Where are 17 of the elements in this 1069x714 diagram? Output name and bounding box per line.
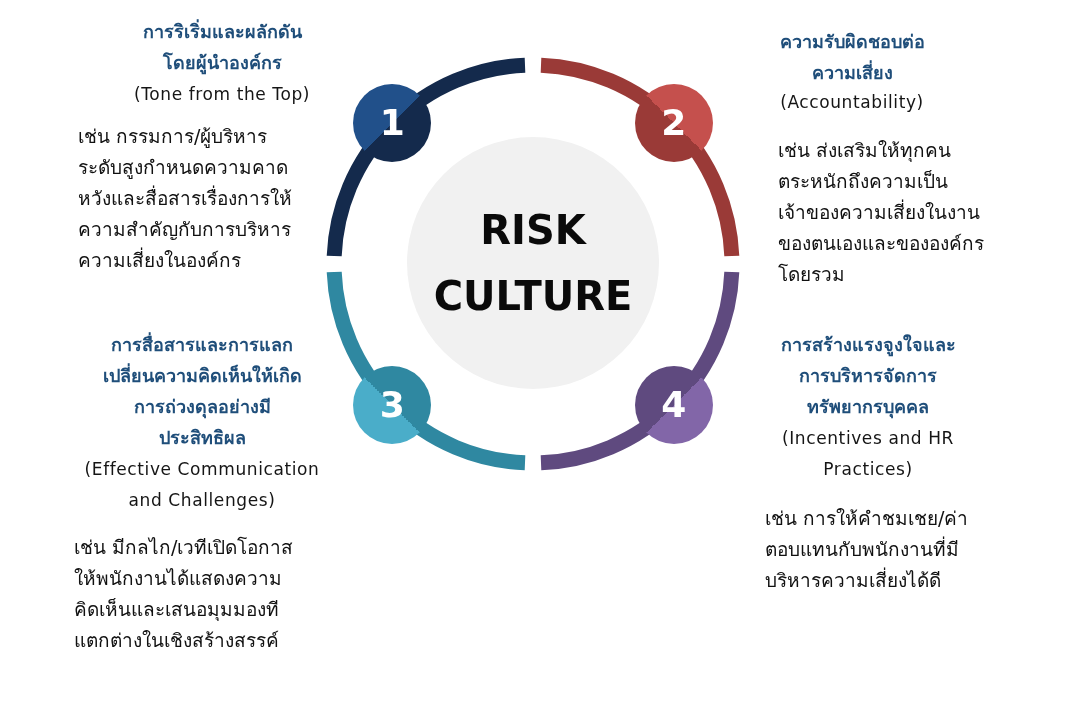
description-text: เช่น ส่งเสริมให้ทุกคนตระหนักถึงความเป็นเจ้าของความเสี่ยงในงานของตนเองและขององค์กรโดยรวม <box>778 138 985 287</box>
heading: การสื่อสารและการแลกเปลี่ยนความคิดเห็นให้เกิดการถ่วงดุลอย่างมีประสิทธิผล <box>101 331 303 450</box>
step-number: 3 <box>379 384 405 425</box>
description-text: เช่น กรรมการ/ผู้บริหารระดับสูงกำหนดความคาดหวังและสื่อสารเรื่องการให้ความสำคัญกับการบริหารความเสี่ยงในองค์กร <box>78 124 293 273</box>
description-text: เช่น การให้คำชมเชย/ค่าตอบแทนกับพนักงานที่มีบริหารความเสี่ยงได้ดี <box>765 506 970 593</box>
subtitle: (Effective Communication and Challenges) <box>83 458 321 512</box>
subtitle: (Tone from the Top) <box>132 83 312 106</box>
step-number: 1 <box>379 103 405 144</box>
step-number: 4 <box>661 384 687 425</box>
center-title: RISK CULTURE <box>433 206 633 321</box>
heading: การริเริ่มและผลักดันโดยผู้นำองค์กร <box>141 18 303 77</box>
subtitle: (Accountability) <box>779 91 925 114</box>
heading: การสร้างแรงจูงใจและการบริหารจัดการทรัพยากรบุคคล <box>779 333 957 421</box>
subtitle: (Incentives and HR Practices) <box>781 427 955 481</box>
heading: ความรับผิดชอบต่อความเสี่ยง <box>778 30 926 85</box>
step-number: 2 <box>661 103 687 144</box>
description-text: เช่น มีกลไก/เวทีเปิดโอกาสให้พนักงานได้แสดงความคิดเห็นและเสนอมุมมองทีแตกต่างในเชิงสร้างสรรค์ <box>74 535 295 653</box>
